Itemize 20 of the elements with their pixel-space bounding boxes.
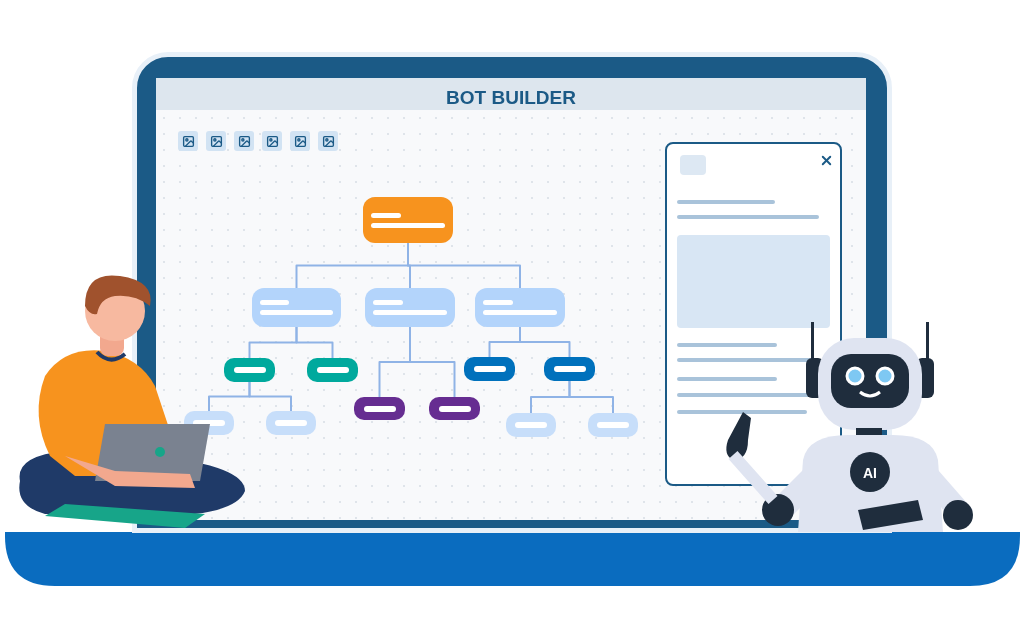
connector-line — [248, 381, 292, 412]
flow-box — [475, 288, 565, 327]
flow-box — [544, 357, 595, 381]
flow-box — [464, 357, 515, 381]
flow-box — [365, 288, 455, 327]
flow-box — [252, 288, 341, 327]
screen-title: BOT BUILDER — [445, 86, 577, 110]
connector-line — [295, 326, 334, 359]
connector-line — [519, 326, 571, 358]
flow-box — [354, 397, 405, 420]
chest-label: AI — [862, 464, 878, 483]
connector-line — [409, 326, 456, 398]
flow-box — [429, 397, 480, 420]
flow-box — [224, 358, 275, 382]
flow-box — [266, 411, 316, 435]
flow-box — [506, 413, 556, 437]
connector-line — [568, 380, 614, 414]
flow-box — [588, 413, 638, 437]
flow-box — [307, 358, 358, 382]
flow-box — [363, 197, 453, 243]
